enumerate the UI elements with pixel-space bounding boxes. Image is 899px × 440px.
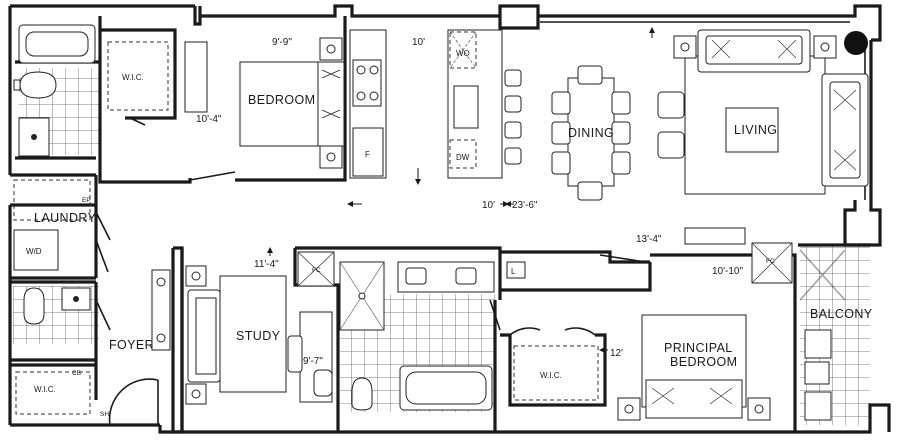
armchair-icon (657, 91, 685, 119)
wic-top-shelf (107, 41, 169, 111)
principal-dim-width2: 10'-10" (712, 266, 743, 277)
chair-icon (611, 91, 631, 115)
fridge-label: F (365, 150, 370, 159)
principal-dim-width: 13'-4" (636, 234, 662, 245)
chair-icon (611, 151, 631, 175)
study-rug (219, 275, 287, 393)
pillow-icon (321, 69, 341, 119)
living: LIVING (649, 27, 869, 195)
toilet-icon (13, 71, 57, 99)
laundry-door (95, 211, 111, 273)
study-dim-width: 11'-4" (254, 259, 279, 270)
kitchen-dim: 10' (412, 37, 425, 48)
sink-icon (31, 134, 37, 140)
study-dim-depth: 9'-7" (303, 356, 323, 367)
kitchen: F WO DW 10' (349, 29, 522, 185)
toilet-icon (23, 287, 45, 325)
entry-door (108, 378, 159, 426)
bedroom: BEDROOM 9'-9" 10'-4" (184, 37, 345, 181)
fc-label-study: FC (312, 267, 321, 274)
console-icon (684, 227, 746, 245)
fc-label-principal: FC (766, 258, 775, 265)
bathroom-top (13, 24, 96, 157)
foyer-label: FOYER (109, 338, 154, 352)
lounge-chair-icon (804, 391, 832, 421)
chair-icon (577, 65, 603, 85)
tub-basin (25, 31, 89, 57)
laundry-shelf (13, 179, 91, 221)
principal-door (599, 254, 646, 263)
chair-icon (577, 181, 603, 201)
balcony-label: BALCONY (810, 307, 873, 321)
dining: DINING 10' 23'-6" (347, 65, 631, 211)
coffee-table-icon (725, 107, 779, 153)
washer-dryer-icon (13, 229, 59, 271)
chair-icon (287, 335, 303, 373)
dishwasher (449, 139, 477, 169)
toilet-icon (351, 377, 373, 411)
bath2-door (95, 299, 111, 331)
wd-label: W/D (26, 247, 42, 256)
stool-icon (504, 147, 522, 165)
wic-principal-doors (509, 327, 596, 336)
principal-bedroom: L PRINCIPAL BEDROOM 13'-4" 10'-10" 12' W… (506, 227, 771, 421)
dining-label: DINING (568, 126, 614, 140)
bed-icon (239, 61, 323, 147)
bedroom-dim-width: 9'-9" (272, 37, 292, 48)
foyer-closet (151, 269, 171, 351)
stool-icon (504, 95, 522, 113)
dining-dim: 10' (482, 200, 495, 211)
linen-label: L (511, 267, 516, 276)
laundry: LAUNDRY EP W/D (13, 179, 111, 273)
living-label: LIVING (734, 123, 777, 137)
bathroom-small (23, 287, 111, 331)
dresser-icon (184, 41, 208, 113)
principal-label-1: PRINCIPAL (664, 341, 733, 355)
armchair-icon (657, 131, 685, 159)
bedroom-label: BEDROOM (248, 93, 315, 107)
living-dining-dim: 23'-6" (512, 200, 538, 211)
balcony: BALCONY (799, 249, 873, 421)
wic-top-label: W.I.C. (122, 73, 144, 82)
ep-label: EP (82, 197, 91, 204)
cb-label: CB (72, 370, 81, 377)
wic-principal-shelf (513, 345, 599, 401)
study: STUDY 11'-4" 9'-7" (185, 247, 333, 405)
side-table-icon (804, 361, 830, 385)
bed-icon (645, 379, 743, 419)
laundry-label: LAUNDRY (34, 211, 97, 225)
linen-closet (506, 261, 526, 279)
wall-oven (449, 31, 477, 69)
bathroom-main (339, 261, 501, 411)
dishwasher-label: DW (456, 153, 470, 162)
column-icon (844, 31, 868, 55)
headboard-icon (317, 61, 345, 147)
bedroom-door (189, 171, 236, 181)
stool-icon (504, 121, 522, 139)
bedroom-dim-depth: 10'-4" (196, 114, 222, 125)
chair-icon (551, 91, 571, 115)
wic-top-door (125, 117, 165, 126)
wic-bottom-shelf (15, 371, 91, 415)
wic-bottom-label: W.I.C. (34, 385, 56, 394)
kitchen-sink-icon (453, 85, 479, 129)
lounge-chair-icon (804, 329, 832, 359)
sh-label: SH (100, 411, 109, 418)
stool-icon (504, 69, 522, 87)
bath3-door (489, 299, 501, 331)
desk-chair-icon (313, 369, 333, 397)
chair-icon (551, 121, 571, 145)
study-label: STUDY (236, 329, 281, 343)
wic-principal-label: W.I.C. (540, 371, 562, 380)
principal-dim-depth: 12' (610, 348, 623, 359)
wall-oven-label: WO (456, 49, 470, 58)
chair-icon (611, 121, 631, 145)
wic-bottom: W.I.C. CB SH (15, 370, 159, 426)
chair-icon (551, 151, 571, 175)
fridge-icon (352, 127, 384, 177)
principal-label-2: BEDROOM (670, 355, 737, 369)
